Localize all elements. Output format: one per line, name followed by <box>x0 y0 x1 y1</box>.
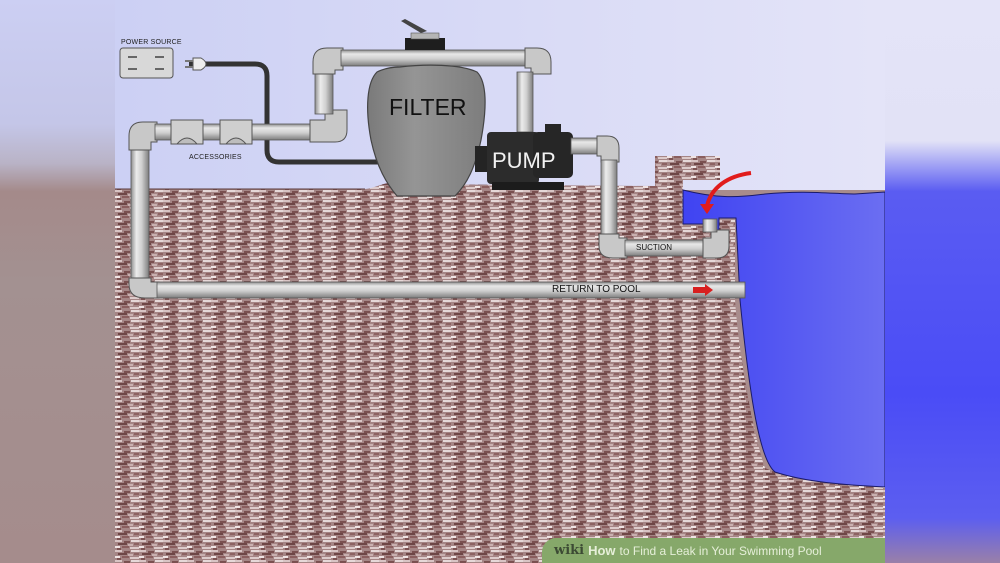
blurred-right-panel <box>885 0 1000 563</box>
accessory-fitting-1 <box>170 119 204 145</box>
top-pipe <box>340 49 532 67</box>
filter-valve-icon <box>401 19 445 50</box>
return-to-pool-pipe <box>156 281 746 299</box>
diagram-canvas: POWER SOURCE ACCESSORIES FILTER PUMP SUC… <box>115 0 885 563</box>
filter-tank <box>367 64 486 197</box>
watermark-how: How <box>588 543 616 558</box>
power-cord <box>189 61 385 165</box>
wikihow-watermark: wiki How to Find a Leak in Your Swimming… <box>542 538 885 563</box>
accessories-label: ACCESSORIES <box>189 154 242 161</box>
filter-label: FILTER <box>389 94 467 120</box>
pump-inlet-pipe <box>516 71 534 133</box>
riser-pipe <box>314 71 334 115</box>
pool-water <box>682 189 885 488</box>
accessory-fitting-2 <box>219 119 253 145</box>
power-outlet-icon <box>119 47 174 79</box>
watermark-brand: wiki <box>554 543 585 558</box>
power-source-label: POWER SOURCE <box>121 39 182 46</box>
plumbing-diagram <box>115 0 885 563</box>
watermark-title: to Find a Leak in Your Swimming Pool <box>619 543 822 558</box>
return-to-pool-label: RETURN TO POOL <box>552 284 641 295</box>
blurred-left-panel <box>0 0 115 563</box>
soil-ground <box>115 156 885 563</box>
electric-plug-icon <box>185 57 207 71</box>
suction-label: SUCTION <box>636 243 672 252</box>
suction-vertical-pipe <box>600 159 618 239</box>
pump-label: PUMP <box>492 148 556 173</box>
arrow-right-icon <box>693 284 713 296</box>
curved-arrow-down-icon <box>700 171 752 214</box>
return-pipe-vertical <box>130 137 150 289</box>
pump-unit <box>475 124 573 190</box>
